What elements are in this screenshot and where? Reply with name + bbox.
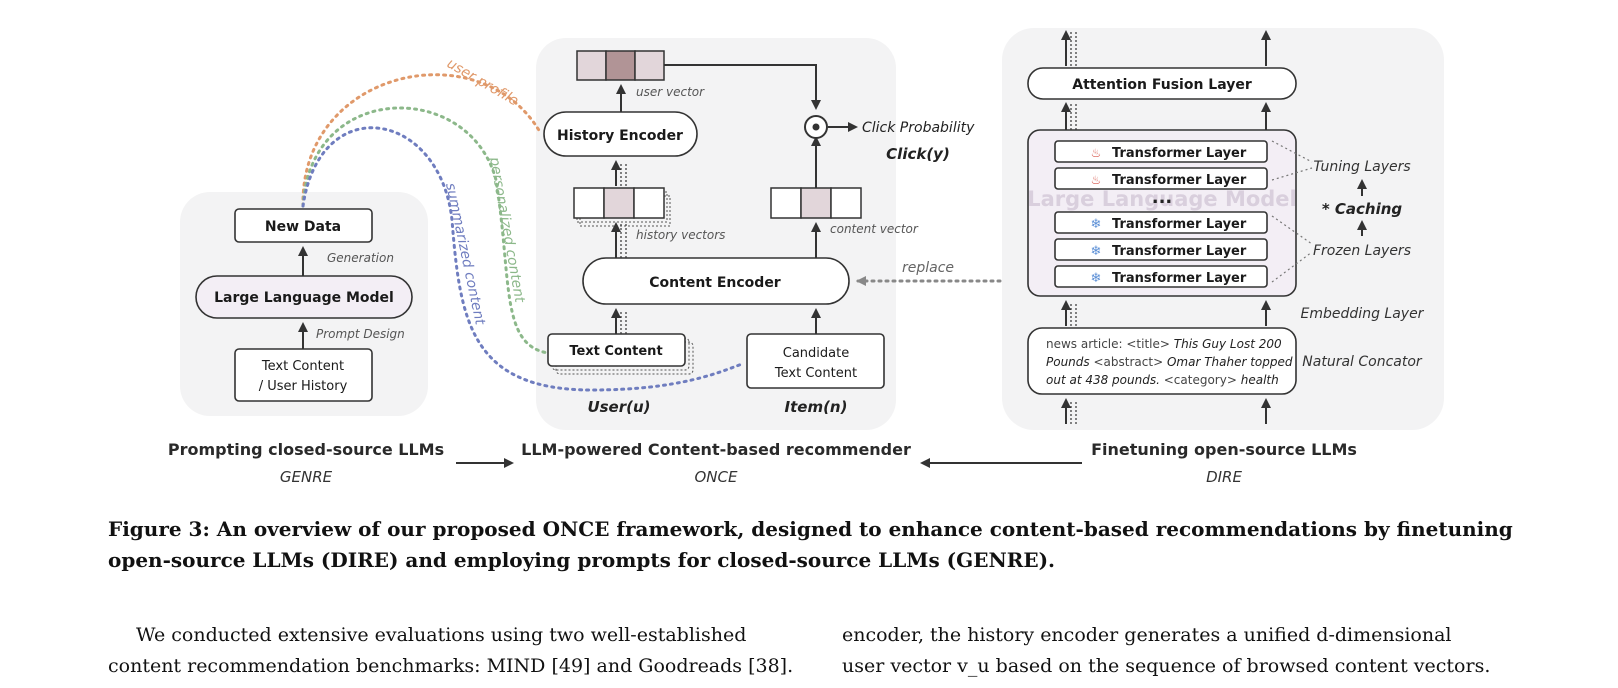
item-formula: Item(n)	[785, 398, 848, 416]
figure-caption: Figure 3: An overview of our proposed ON…	[108, 517, 1513, 572]
user-profile-label: user profile	[444, 56, 521, 110]
embedding-layer-label: Embedding Layer	[1301, 306, 1425, 322]
generation-note: Generation	[327, 251, 394, 265]
transformer-layer-tuning-1	[1054, 140, 1268, 163]
genre-llm-label: Large Language Model	[214, 290, 394, 306]
attention-fusion-label: Attention Fusion Layer	[1072, 77, 1252, 93]
history-vector-cell-3	[633, 187, 665, 219]
new-data-label: New Data	[265, 219, 341, 235]
news-article-line2: Pounds <abstract> Omar Thaher topped	[1046, 355, 1293, 369]
genre-input-line1: Text Content	[261, 359, 344, 374]
click-probability-label: Click Probability	[862, 120, 975, 136]
genre-subtitle: GENRE	[280, 468, 333, 486]
replace-label: replace	[902, 260, 954, 276]
news-article-box	[1027, 327, 1297, 395]
history-vectors-note: history vectors	[636, 228, 725, 242]
history-encoder-label: History Encoder	[557, 128, 683, 144]
candidate-line1: Candidate	[783, 346, 849, 361]
dire-subtitle: DIRE	[1206, 468, 1242, 486]
once-subtitle: ONCE	[695, 468, 739, 486]
fire-icon: ♨	[1091, 146, 1102, 160]
genre-input-line2: / User History	[259, 379, 348, 394]
text-content-label: Text Content	[569, 344, 662, 359]
frozen-layers-label: Frozen Layers	[1313, 243, 1411, 259]
body-right-line1: encoder, the history encoder generates a…	[842, 624, 1452, 646]
transformer-layer-tuning-2	[1054, 167, 1268, 190]
genre-title: Prompting closed-source LLMs	[168, 440, 444, 459]
news-article-line1: news article: <title> This Guy Lost 200	[1046, 337, 1282, 351]
transformer-layer-label: Transformer Layer	[1112, 244, 1247, 259]
history-encoder-box	[543, 111, 698, 157]
user-vector-cell-2	[605, 50, 636, 81]
llm-watermark: Large Language Model	[1027, 187, 1297, 211]
snowflake-icon: ❄	[1091, 217, 1102, 232]
transformer-layer-frozen-2	[1054, 238, 1268, 261]
genre-input-box	[234, 348, 373, 402]
content-encoder-box	[582, 257, 850, 305]
content-vector-cell-2	[800, 187, 832, 219]
transformer-layer-label: Transformer Layer	[1112, 217, 1247, 232]
transformer-layer-label: Transformer Layer	[1112, 271, 1247, 286]
candidate-line2: Text Content	[774, 366, 857, 381]
new-data-box	[234, 208, 373, 243]
history-vector-cell-1	[573, 187, 605, 219]
prompt-design-note: Prompt Design	[316, 327, 405, 341]
transformer-layer-label: Transformer Layer	[1112, 146, 1247, 161]
layers-ellipsis: ...	[1152, 187, 1173, 208]
user-vector-note: user vector	[636, 85, 705, 99]
once-title: LLM-powered Content-based recommender	[521, 440, 911, 459]
user-vector-cell-1	[576, 50, 607, 81]
user-vector-cell-3	[634, 50, 665, 81]
fire-icon: ♨	[1091, 173, 1102, 187]
tuning-layers-label: Tuning Layers	[1313, 159, 1410, 175]
user-formula: User(u)	[587, 398, 650, 416]
summarized-content-connector	[301, 126, 744, 392]
attention-fusion-box	[1027, 67, 1297, 100]
news-article-line3: out at 438 pounds. <category> health	[1046, 373, 1279, 387]
genre-llm-box	[195, 275, 413, 319]
transformer-layer-frozen-3	[1054, 265, 1268, 288]
content-encoder-label: Content Encoder	[649, 275, 781, 291]
click-formula: Click(y)	[886, 145, 950, 163]
body-left-line2: content recommendation benchmarks: MIND …	[108, 655, 794, 677]
caching-label: * Caching	[1322, 200, 1403, 218]
body-right-column: encoder, the history encoder generates a…	[842, 620, 1532, 682]
history-vector-cell-2	[603, 187, 635, 219]
snowflake-icon: ❄	[1091, 244, 1102, 259]
snowflake-icon: ❄	[1091, 271, 1102, 286]
dire-title: Finetuning open-source LLMs	[1091, 440, 1357, 459]
content-vector-cell-3	[830, 187, 862, 219]
candidate-box	[746, 333, 885, 389]
body-right-line2: user vector v_u based on the sequence of…	[842, 655, 1491, 677]
transformer-layer-label: Transformer Layer	[1112, 173, 1247, 188]
framework-figure: New Data Generation Large Language Model…	[168, 28, 1444, 486]
summarized-content-label: summarized content	[442, 182, 488, 327]
content-vector-cell-1	[770, 187, 802, 219]
content-vector-note: content vector	[830, 222, 919, 236]
body-left-column: We conducted extensive evaluations using…	[108, 620, 798, 682]
natural-concator-label: Natural Concator	[1302, 354, 1423, 370]
body-left-line1: We conducted extensive evaluations using…	[136, 624, 747, 646]
transformer-layer-frozen-1	[1054, 211, 1268, 234]
text-content-box	[547, 333, 686, 367]
personalized-content-connector	[301, 106, 550, 355]
user-profile-connector	[301, 73, 542, 208]
